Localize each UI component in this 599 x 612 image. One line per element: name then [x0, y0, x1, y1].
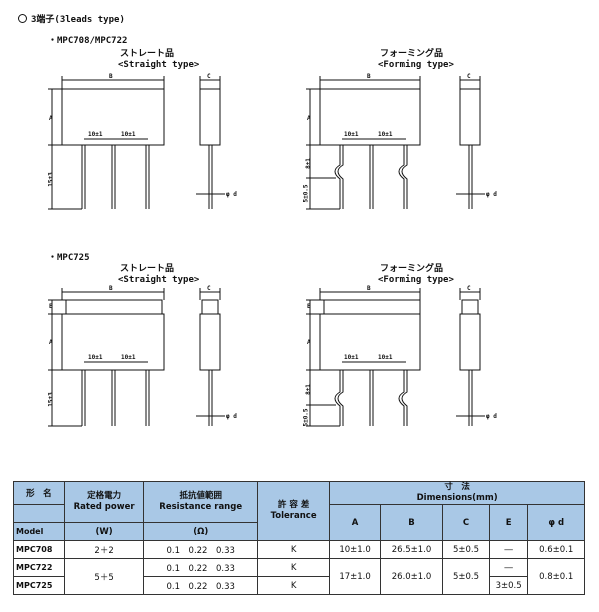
dim-c-cell: 5±0.5: [442, 540, 490, 559]
straight-front-view-1: [48, 76, 165, 210]
dim-c-label: C: [207, 285, 211, 292]
dim-c-label: C: [467, 73, 471, 80]
forming-front-view-1: [306, 76, 421, 210]
power-cell: 2＋2: [63, 540, 145, 559]
group1-forming-en: <Forming type>: [378, 60, 454, 70]
header-model-spacer: [13, 504, 65, 523]
straight-front-view-2: [48, 288, 165, 427]
pitch-label: 10±1: [121, 354, 136, 361]
resist-cell: 0.1 0.22 0.33: [143, 540, 258, 559]
header-power-unit: (W): [63, 522, 145, 541]
header-col-e: E: [488, 504, 529, 541]
header-col-a: A: [329, 504, 381, 541]
forming-side-view-1: [456, 76, 485, 209]
tolerance-cell: K: [256, 576, 331, 595]
forming-side-view-2: [456, 288, 485, 426]
section-heading: 3端子(3leads type): [18, 14, 125, 26]
group1-title: ・MPC708/MPC722: [48, 36, 128, 46]
dim-a-cell: 10±1.0: [329, 540, 381, 559]
group2-straight-en: <Straight type>: [118, 275, 200, 285]
forming-front-view-2: [306, 288, 421, 427]
header-model-jp: 形 名: [13, 481, 65, 505]
dim-a-label: A: [49, 339, 53, 346]
lead-diameter-label: φ d: [486, 191, 497, 198]
form-depth-label: 5±0.5: [302, 408, 310, 427]
dim-a-cell: 17±1.0: [329, 558, 381, 595]
table-row: MPC725 0.1 0.22 0.33 K 3±0.5: [13, 576, 585, 595]
table-row: MPC722 5＋5 0.1 0.22 0.33 K 17±1.0 26.0±1…: [13, 558, 585, 595]
tolerance-cell: K: [256, 558, 331, 577]
form-offset-label: 8±1: [304, 158, 312, 169]
dim-b-cell: 26.5±1.0: [379, 540, 444, 559]
lead-diameter-label: φ d: [226, 191, 237, 198]
group2-forming-jp: フォーミング品: [380, 264, 444, 274]
group1-straight-jp: ストレート品: [120, 49, 175, 59]
dim-e-label: E: [49, 303, 53, 310]
dim-c-label: C: [467, 285, 471, 292]
dim-b-label: B: [109, 285, 113, 292]
pitch-label: 10±1: [88, 131, 103, 138]
dimension-drawings: [48, 76, 485, 427]
straight-side-view-2: [196, 288, 225, 426]
dim-d-cell: 0.8±0.1: [527, 558, 585, 595]
resist-cell: 0.1 0.22 0.33: [143, 558, 258, 577]
table-row: MPC708 2＋2 0.1 0.22 0.33 K 10±1.0 26.5±1…: [13, 540, 585, 559]
form-depth-label: 5±0.5: [302, 184, 310, 203]
model-cell: MPC708: [13, 540, 65, 559]
group2-forming-en: <Forming type>: [378, 275, 454, 285]
dim-b-label: B: [109, 73, 113, 80]
dim-e-cell: ―: [488, 540, 529, 559]
dim-b-cell: 26.0±1.0: [379, 558, 444, 595]
pitch-label: 10±1: [344, 131, 359, 138]
resist-cell: 0.1 0.22 0.33: [143, 576, 258, 595]
group2-straight-jp: ストレート品: [120, 264, 175, 274]
tolerance-cell: K: [256, 540, 331, 559]
circle-bullet-icon: [18, 14, 27, 23]
model-cell: MPC725: [13, 576, 65, 595]
dim-e-cell: ―: [488, 558, 529, 577]
pitch-label: 10±1: [378, 354, 393, 361]
header-col-d: φ d: [527, 504, 585, 541]
dim-e-label: E: [307, 303, 311, 310]
pitch-label: 10±1: [121, 131, 136, 138]
power-cell: 5＋5: [63, 558, 145, 595]
dim-a-label: A: [49, 115, 53, 122]
header-model-en: Model: [13, 522, 65, 541]
group1-forming-jp: フォーミング品: [380, 49, 444, 59]
dim-b-label: B: [367, 285, 371, 292]
lead-diameter-label: φ d: [226, 413, 237, 420]
lead-length-label: 15±3: [47, 392, 55, 407]
straight-side-view-1: [196, 76, 225, 209]
dim-e-cell: 3±0.5: [488, 576, 529, 595]
group2-title: ・MPC725: [48, 253, 90, 263]
lead-length-label: 15±3: [47, 172, 55, 187]
pitch-label: 10±1: [344, 354, 359, 361]
dim-c-cell: 5±0.5: [442, 558, 490, 595]
dim-a-label: A: [307, 115, 311, 122]
header-col-b: B: [379, 504, 444, 541]
form-offset-label: 8±1: [304, 384, 312, 395]
model-cell: MPC722: [13, 558, 65, 577]
header-col-c: C: [442, 504, 490, 541]
lead-diameter-label: φ d: [486, 413, 497, 420]
header-resist-unit: (Ω): [143, 522, 258, 541]
dim-d-cell: 0.6±0.1: [527, 540, 585, 559]
dim-c-label: C: [207, 73, 211, 80]
dim-b-label: B: [367, 73, 371, 80]
group1-straight-en: <Straight type>: [118, 60, 200, 70]
pitch-label: 10±1: [88, 354, 103, 361]
pitch-label: 10±1: [378, 131, 393, 138]
dim-a-label: A: [307, 339, 311, 346]
